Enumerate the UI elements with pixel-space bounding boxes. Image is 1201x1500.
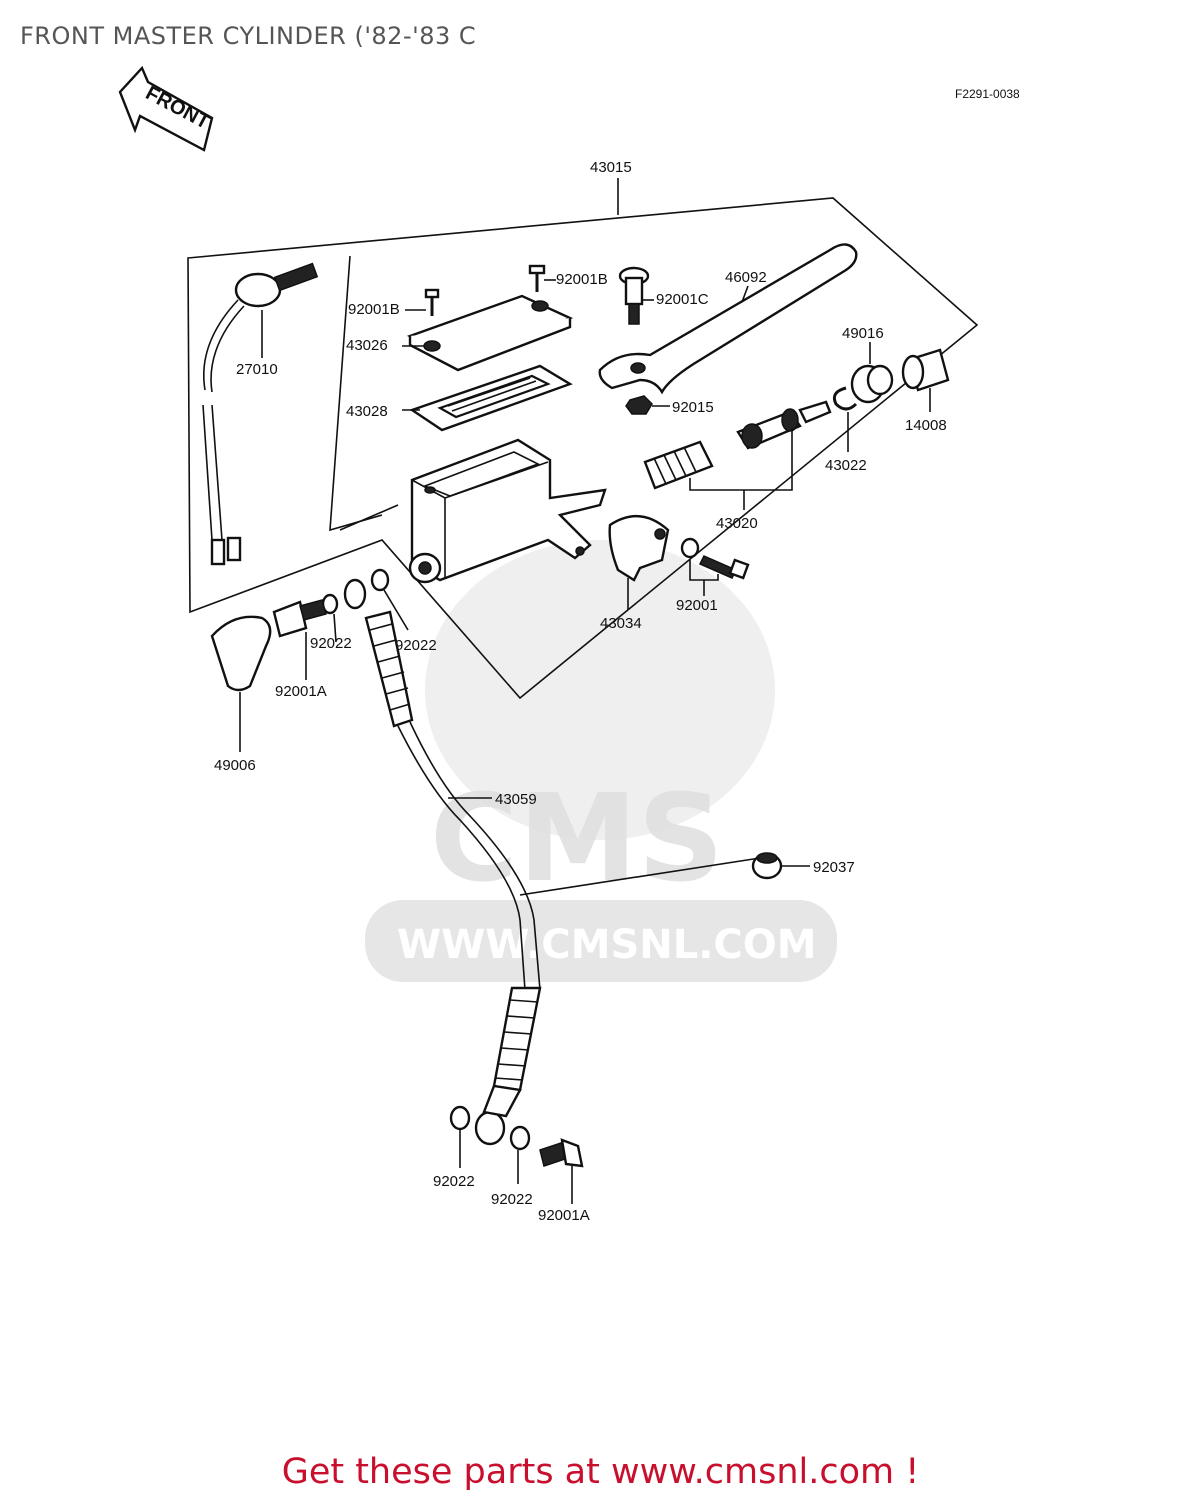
part-label-92022-lower-right: 92022 xyxy=(491,1191,533,1208)
piston-cover xyxy=(901,348,950,392)
footer-link[interactable]: Get these parts at www.cmsnl.com ! xyxy=(281,1452,920,1492)
assembly-outline xyxy=(187,197,979,700)
part-label-92001C: 92001C xyxy=(656,291,709,308)
lower-banjo-washers xyxy=(449,1105,531,1151)
master-cylinder-body xyxy=(408,438,607,584)
lower-banjo-bolt xyxy=(539,1138,584,1168)
handlebar-clamp xyxy=(608,514,670,582)
part-label-92037: 92037 xyxy=(813,859,855,876)
part-label-27010: 27010 xyxy=(236,361,278,378)
cmsnl-watermark: CMS WWW.CMSNL.COM xyxy=(365,540,837,982)
part-label-92015: 92015 xyxy=(672,399,714,416)
part-label-49016: 49016 xyxy=(842,325,884,342)
part-label-49006: 49006 xyxy=(214,757,256,774)
part-label-46092: 46092 xyxy=(725,269,767,286)
piston-boot xyxy=(850,364,894,404)
upper-banjo-washers xyxy=(321,568,390,615)
part-label-92001: 92001 xyxy=(676,597,718,614)
part-label-92001A-upper: 92001A xyxy=(275,683,327,700)
clamp-bolt xyxy=(680,537,750,580)
part-label-43020: 43020 xyxy=(716,515,758,532)
brake-lever xyxy=(598,243,858,395)
part-label-92001B-left: 92001B xyxy=(348,301,400,318)
page-title: FRONT MASTER CYLINDER ('82-'83 C xyxy=(20,22,477,50)
part-label-43015: 43015 xyxy=(590,159,632,176)
part-label-43028: 43028 xyxy=(346,403,388,420)
piston-kit xyxy=(643,400,832,490)
part-label-92001A-lower: 92001A xyxy=(538,1207,590,1224)
hose-grommet xyxy=(751,852,783,880)
reservoir-cap xyxy=(406,294,574,372)
part-label-43034: 43034 xyxy=(600,615,642,632)
part-label-92001B-right: 92001B xyxy=(556,271,608,288)
brake-hose xyxy=(364,610,542,1146)
watermark-logo: CMS xyxy=(430,770,724,909)
upper-banjo-bolt xyxy=(272,599,327,638)
part-label-43022: 43022 xyxy=(825,457,867,474)
lever-pivot-bolt xyxy=(618,266,650,325)
part-label-92022-upper-right: 92022 xyxy=(395,637,437,654)
part-label-43026: 43026 xyxy=(346,337,388,354)
cap-screw-left xyxy=(424,288,440,316)
part-label-14008: 14008 xyxy=(905,417,947,434)
part-label-92022-upper-left: 92022 xyxy=(310,635,352,652)
watermark-url: WWW.CMSNL.COM xyxy=(397,922,817,968)
front-direction-arrow: FRONT xyxy=(118,65,214,152)
banjo-cap xyxy=(210,615,272,692)
figure-reference: F2291-0038 xyxy=(955,87,1020,101)
part-label-43059: 43059 xyxy=(495,791,537,808)
circlip xyxy=(832,386,858,411)
brake-light-switch xyxy=(202,262,319,566)
cap-screw-right xyxy=(528,264,546,292)
reservoir-diaphragm xyxy=(409,364,573,432)
part-label-92022-lower-left: 92022 xyxy=(433,1173,475,1190)
lever-nut xyxy=(625,395,653,415)
